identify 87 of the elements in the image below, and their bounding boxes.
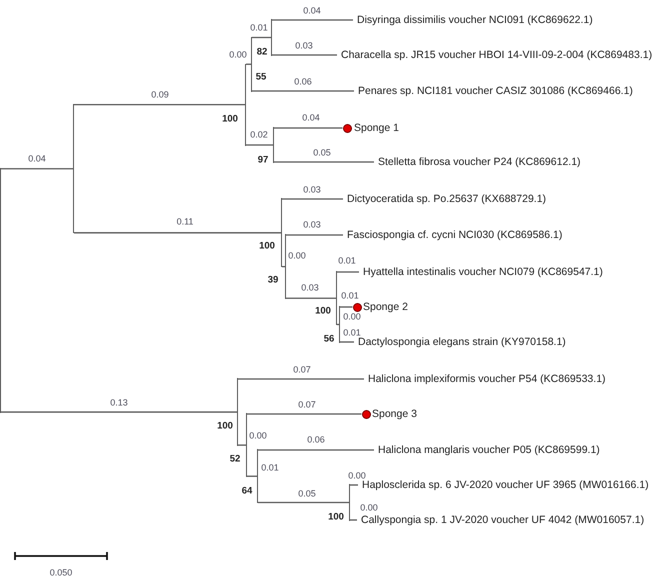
branch-line (74, 104, 246, 106)
branch-line (282, 198, 343, 200)
branch-length: 0.00 (229, 50, 247, 60)
branch-line (282, 266, 286, 268)
branch-line (247, 476, 258, 477)
taxon-label: Sponge 3 (372, 408, 417, 420)
bootstrap-value: 100 (259, 241, 275, 251)
branch-length: 0.04 (303, 6, 321, 16)
bootstrap-value: 100 (217, 421, 233, 431)
branch-length: 0.03 (301, 284, 319, 292)
branch-line (272, 19, 353, 21)
branch-line (238, 378, 364, 380)
taxon-label: Characella sp. JR15 voucher HBOI 14-VIII-09-2-004 (KC869483.1) (341, 50, 652, 60)
taxon-label: Haplosclerida sp. 6 JV-2020 voucher UF 3965 (MW016166.1) (362, 480, 649, 490)
branch-line (274, 161, 374, 163)
branch-length: 0.13 (110, 398, 128, 408)
branch-line (350, 519, 357, 521)
branch-length: 0.00 (348, 472, 366, 480)
branch-length: 0.03 (303, 220, 321, 230)
bootstrap-value: 100 (222, 114, 238, 124)
taxon-label: Haliclona implexiformis voucher P54 (KC869533.1) (368, 374, 606, 384)
taxon-label: Haliclona manglaris voucher P05 (KC869599.1) (378, 444, 600, 456)
branch-line (337, 271, 359, 273)
taxon-label: Sponge 1 (354, 122, 399, 134)
taxon-label: Hyattella intestinalis voucher NCI079 (KC869547.1) (363, 266, 603, 278)
branch-length: 0.05 (313, 148, 331, 158)
bootstrap-value: 56 (324, 334, 334, 344)
taxon-label: Callyspongia sp. 1 JV-2020 voucher UF 4042 (MW016057.1) (361, 514, 644, 526)
scale-label: 0.050 (50, 568, 72, 578)
branch-line (337, 324, 340, 326)
branch-length: 0.06 (294, 78, 312, 86)
branch-line (1, 411, 238, 413)
bootstrap-value: 39 (268, 275, 278, 285)
branch-length: 0.01 (261, 464, 279, 472)
taxon-label: Fasciospongia cf. cycni NCI030 (KC869586.1) (347, 230, 562, 240)
branch-line (252, 90, 354, 92)
bootstrap-value: 82 (256, 47, 268, 57)
taxon-label: Dictyoceratida sp. Po.25637 (KX688729.1) (347, 194, 546, 204)
branch-line (340, 306, 352, 308)
dot-icon (352, 302, 362, 312)
branch-length: 0.01 (341, 292, 359, 300)
bootstrap-value: 100 (315, 306, 331, 316)
branch-length: 0.04 (28, 154, 46, 164)
bootstrap-value: 100 (328, 512, 344, 522)
branch-line (238, 444, 247, 446)
branch-length: 0.00 (360, 504, 378, 512)
branch-line (286, 234, 343, 236)
branch-length: 0.00 (288, 252, 306, 260)
branch-length: 0.02 (250, 130, 268, 140)
branch-length: 0.07 (298, 400, 316, 410)
branch-length: 0.07 (293, 366, 311, 374)
branch-line (350, 484, 358, 486)
bootstrap-value: 52 (230, 454, 240, 464)
branch-line (74, 232, 282, 234)
branch-line (286, 298, 337, 299)
branch-length: 0.04 (302, 114, 320, 122)
branch-length: 0.00 (249, 432, 267, 440)
branch-line (1, 168, 74, 170)
bootstrap-value: 97 (258, 155, 268, 165)
branch-line (258, 502, 350, 504)
taxon-label: Dactylospongia elegans strain (KY970158.1) (358, 336, 566, 348)
branch-length: 0.03 (295, 42, 313, 50)
branch-line (247, 413, 362, 415)
dot-icon (342, 124, 352, 132)
branch-length: 0.11 (176, 218, 194, 226)
branch-line (272, 54, 337, 56)
taxon-label: Penares sp. NCI181 voucher CASIZ 301086 (KC869466.1) (358, 86, 633, 96)
branch-length: 0.05 (298, 490, 316, 498)
dot-icon (362, 410, 370, 418)
branch-length: 0.03 (303, 186, 321, 194)
branch-line (340, 341, 354, 343)
branch-line (252, 36, 272, 38)
bootstrap-value: 55 (256, 72, 266, 82)
branch-length: 0.09 (151, 90, 169, 100)
branch-length: 0.01 (250, 24, 268, 32)
bootstrap-value: 64 (242, 486, 252, 496)
branch-line (246, 144, 274, 146)
branch-length: 0.01 (338, 256, 356, 266)
branch-line (274, 127, 342, 129)
branch-length: 0.01 (343, 328, 361, 338)
taxon-label: Disyringa dissimilis voucher NCI091 (KC869622.1) (357, 14, 593, 26)
taxon-label: Sponge 2 (363, 302, 408, 312)
branch-length: 0.00 (343, 312, 361, 322)
branch-length: 0.06 (307, 436, 325, 444)
branch-line (258, 449, 374, 451)
branch-line (246, 64, 252, 65)
taxon-label: Stelletta fibrosa voucher P24 (KC869612.1) (378, 156, 581, 168)
